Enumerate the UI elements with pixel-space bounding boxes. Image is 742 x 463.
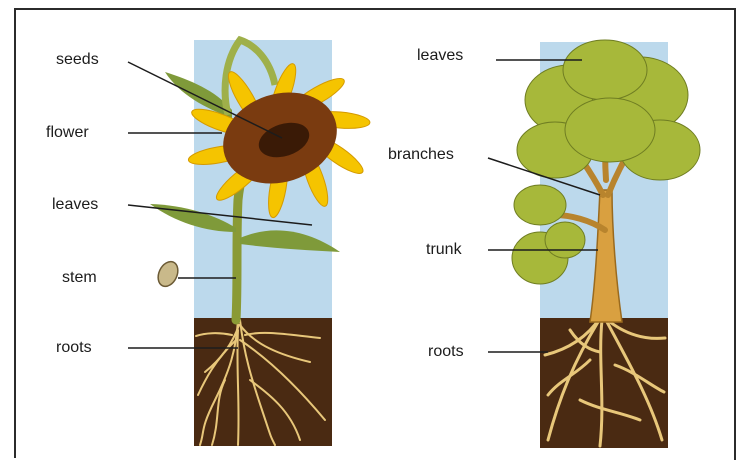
label-stem: stem (62, 269, 97, 287)
label-flower: flower (46, 124, 89, 142)
label-trunk: trunk (426, 241, 462, 259)
label-branches: branches (388, 146, 454, 164)
label-plant-roots: roots (56, 339, 92, 357)
label-plant-leaves: leaves (52, 196, 98, 214)
tree-illustration (512, 40, 700, 448)
sunflower-seed (154, 258, 181, 289)
sunflower-illustration (150, 40, 371, 446)
label-seeds: seeds (56, 51, 99, 69)
label-tree-roots: roots (428, 343, 464, 361)
label-tree-leaves: leaves (417, 47, 463, 65)
